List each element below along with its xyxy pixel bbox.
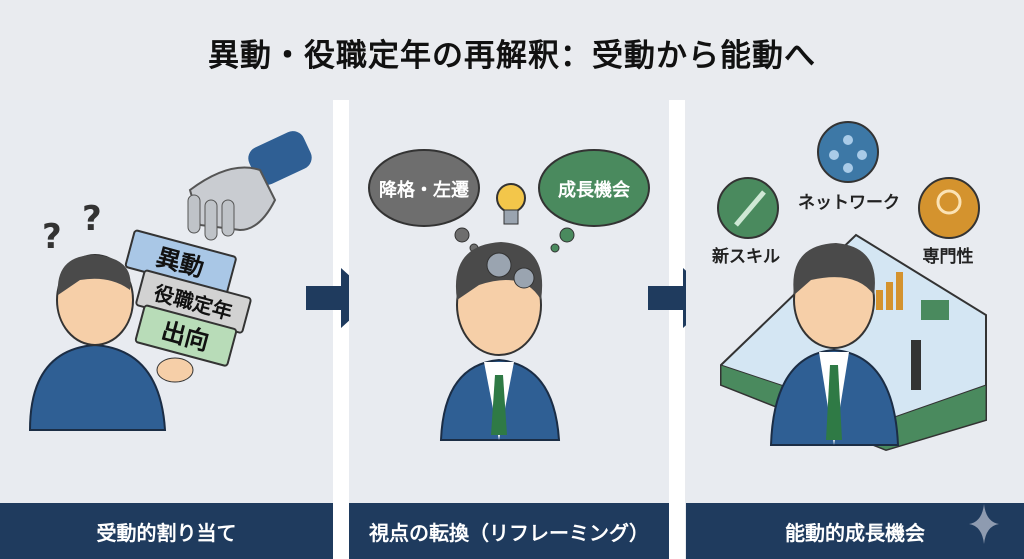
- panel-reframing: 降格・左遷 成長機会 視点の転換（リフレーミング）: [349, 100, 669, 559]
- panel-divider: [333, 100, 349, 559]
- passive-illustration: ? ? 異動 役職定年 出向: [28, 131, 312, 431]
- svg-text:降格・左遷: 降格・左遷: [379, 179, 469, 201]
- lightbulb-icon: [496, 183, 526, 225]
- caption-passive: 受動的割り当て: [0, 503, 333, 559]
- award-ribbon-icon: [918, 177, 980, 239]
- icon-label-network: ネットワーク: [798, 193, 900, 213]
- panel-passive-assignment: ? ? 異動 役職定年 出向 受動的割り当て: [0, 100, 333, 559]
- svg-text:成長機会: 成長機会: [558, 179, 630, 201]
- card-transfer: 異動: [124, 229, 237, 295]
- reframing-illustration: 降格・左遷 成長機会: [368, 149, 650, 441]
- caption-reframing: 視点の転換（リフレーミング）: [349, 503, 669, 559]
- sparkle-icon: [969, 504, 999, 544]
- icon-label-new-skill: 新スキル: [712, 246, 780, 267]
- robot-arm-icon: [187, 131, 312, 241]
- caption-active: 能動的成長機会: [686, 503, 1024, 559]
- smiling-person-icon: [769, 243, 900, 446]
- panel-active-growth: 新スキル ネットワーク 専門性 能動的成長機会: [686, 100, 1024, 559]
- confused-person-icon: [28, 254, 194, 431]
- thinking-person-icon: [439, 242, 561, 441]
- thought-bubble-positive: 成長機会: [538, 149, 650, 253]
- icon-label-expertise: 専門性: [923, 246, 974, 267]
- page-title: 異動・役職定年の再解釈：受動から能動へ: [208, 38, 816, 74]
- network-icon: [817, 121, 879, 183]
- card-secondment: 出向: [134, 304, 238, 367]
- paintbrush-gear-icon: [717, 177, 779, 239]
- thought-bubble-negative: 降格・左遷: [368, 149, 480, 253]
- gear-icon: [513, 267, 535, 289]
- panel-divider: [669, 100, 685, 559]
- active-growth-illustration: 新スキル ネットワーク 専門性: [712, 121, 987, 452]
- question-mark-icon: ?: [42, 217, 62, 257]
- gear-icon: [486, 252, 512, 278]
- question-mark-icon: ?: [82, 199, 102, 239]
